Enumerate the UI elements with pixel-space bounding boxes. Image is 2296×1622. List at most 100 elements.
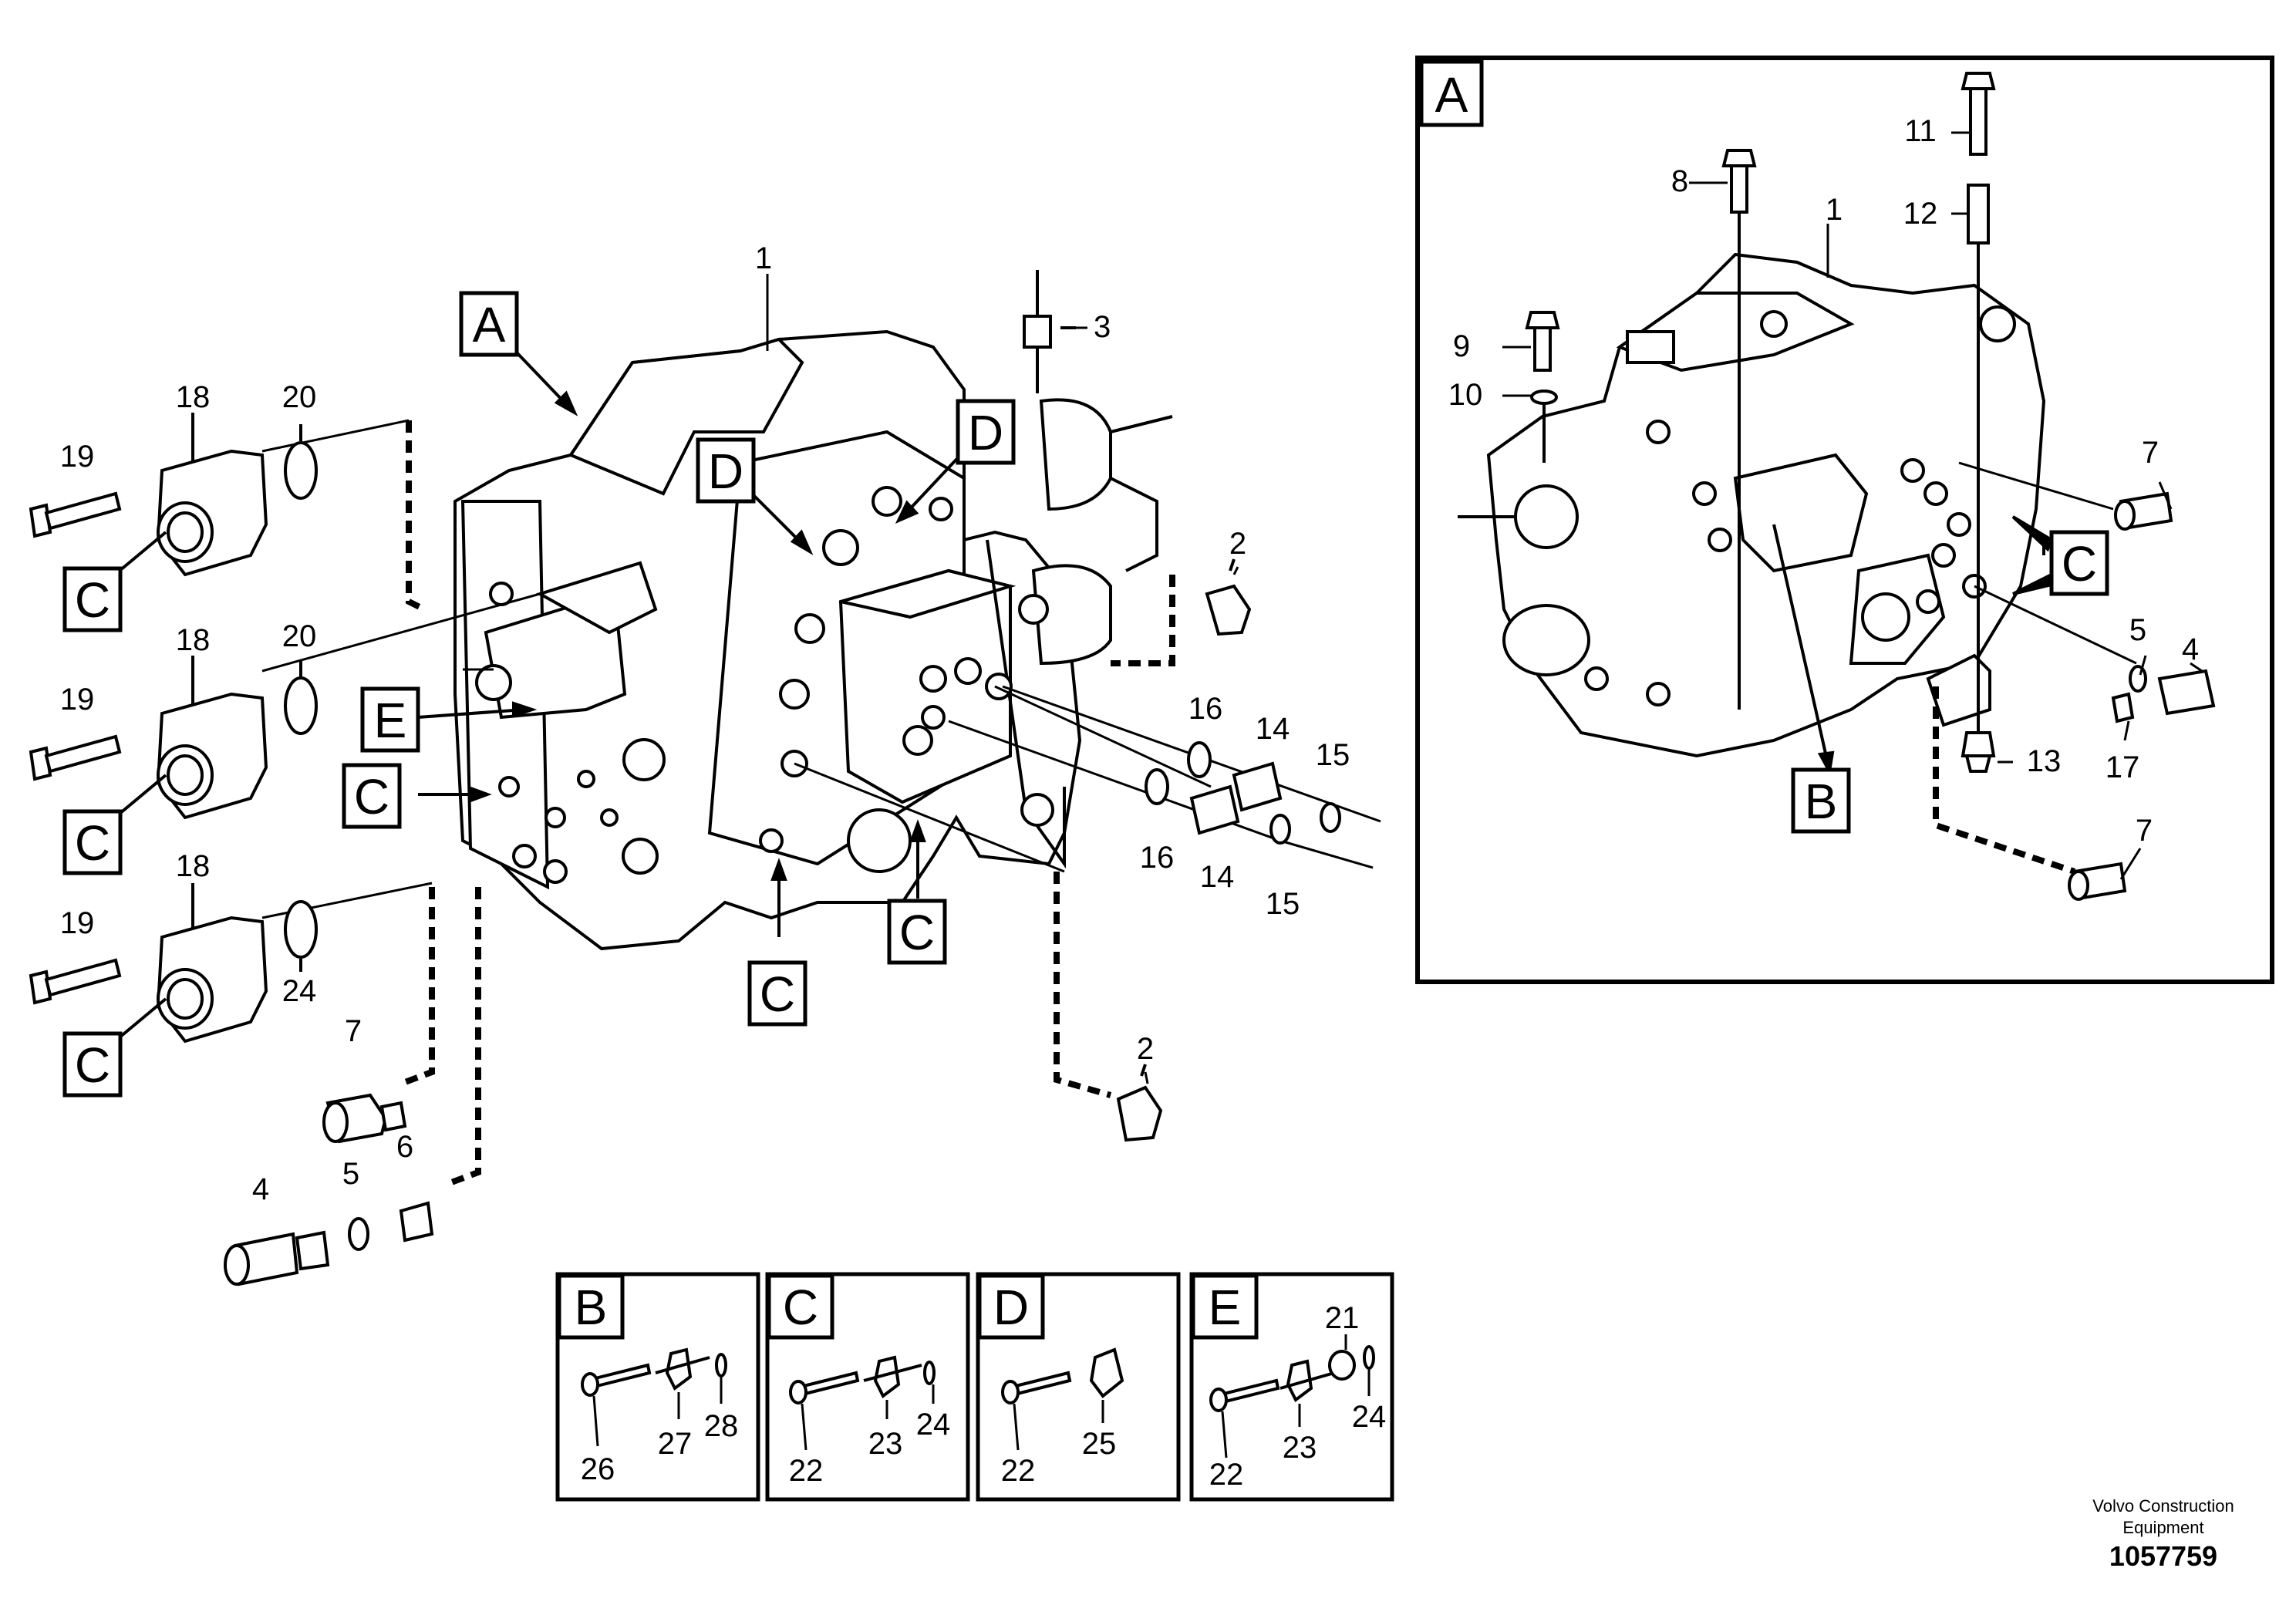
- svg-text:18: 18: [176, 849, 211, 883]
- svg-text:B: B: [1805, 774, 1838, 829]
- svg-text:C: C: [354, 769, 389, 824]
- svg-text:22: 22: [1001, 1454, 1036, 1488]
- svg-text:E: E: [1209, 1280, 1242, 1335]
- svg-text:13: 13: [2027, 744, 2062, 778]
- svg-text:20: 20: [282, 380, 317, 414]
- parts-7-4-5-6: [224, 1093, 434, 1286]
- svg-text:23: 23: [868, 1427, 903, 1461]
- detail-box-C: C 22 23 24: [765, 1272, 970, 1502]
- company-name-line2: Equipment: [2122, 1518, 2203, 1537]
- svg-text:10: 10: [1448, 378, 1483, 412]
- callout-box-D-left: D: [696, 437, 756, 504]
- svg-text:7: 7: [2136, 814, 2153, 848]
- svg-text:15: 15: [1266, 887, 1300, 921]
- svg-text:A: A: [1435, 67, 1468, 123]
- svg-text:C: C: [760, 966, 795, 1022]
- svg-text:24: 24: [282, 974, 317, 1008]
- svg-text:D: D: [993, 1280, 1029, 1335]
- svg-text:19: 19: [60, 906, 95, 940]
- detail-box-E: E 21 22 23 24: [1189, 1272, 1394, 1502]
- svg-text:6: 6: [396, 1130, 413, 1164]
- callout-box-C-mid: C: [342, 763, 402, 829]
- svg-text:25: 25: [1082, 1427, 1117, 1461]
- svg-text:C: C: [75, 815, 110, 871]
- svg-text:9: 9: [1453, 329, 1470, 363]
- svg-text:19: 19: [60, 683, 95, 717]
- svg-text:2: 2: [1137, 1032, 1154, 1066]
- svg-text:11: 11: [1904, 114, 1937, 148]
- svg-text:C: C: [783, 1280, 818, 1335]
- svg-text:2: 2: [1229, 527, 1246, 561]
- svg-text:8: 8: [1671, 164, 1688, 198]
- detail-box-B: B 26 27 28: [555, 1272, 760, 1502]
- fitting-3: [1023, 270, 1076, 393]
- callout-box-C-lower-left: C: [747, 960, 807, 1027]
- svg-text:C: C: [2062, 536, 2097, 592]
- svg-text:16: 16: [1140, 841, 1175, 875]
- svg-text:28: 28: [704, 1409, 739, 1443]
- svg-text:5: 5: [2129, 613, 2146, 647]
- callout-pointers: [417, 349, 966, 937]
- inset-A-dashed-line: [1933, 686, 2076, 875]
- inset-A-callout-B: B: [1791, 767, 1851, 834]
- detail-box-D: D 22 25: [976, 1272, 1181, 1502]
- drawing-number: 1057759: [2109, 1540, 2217, 1572]
- flange-group-bottom: [29, 900, 318, 1044]
- flange-group-top: [29, 441, 318, 577]
- svg-text:19: 19: [60, 440, 95, 474]
- svg-text:C: C: [75, 1037, 110, 1093]
- svg-text:24: 24: [1352, 1400, 1387, 1434]
- svg-text:7: 7: [2142, 436, 2159, 470]
- svg-text:B: B: [575, 1280, 608, 1335]
- svg-text:5: 5: [342, 1157, 359, 1191]
- svg-text:14: 14: [1200, 860, 1235, 894]
- part-labels-main: 1 3 2 2 18 19 20 18 19 20 18 19 24 16 14…: [60, 241, 1350, 1206]
- svg-text:1: 1: [1826, 193, 1843, 227]
- inset-A-valve-assembly: [1458, 252, 2046, 758]
- svg-text:17: 17: [2106, 750, 2140, 784]
- svg-text:18: 18: [176, 623, 211, 657]
- svg-text:23: 23: [1283, 1431, 1317, 1465]
- flange-top-C-box: C: [62, 566, 123, 632]
- svg-text:C: C: [75, 572, 110, 628]
- svg-text:3: 3: [1094, 310, 1111, 344]
- svg-text:D: D: [968, 405, 1003, 460]
- footer-credit: Volvo Construction Equipment 1057759: [2092, 1496, 2234, 1572]
- company-name-line1: Volvo Construction: [2092, 1496, 2234, 1516]
- svg-text:A: A: [473, 297, 506, 352]
- flange-group-middle: [29, 676, 318, 820]
- svg-text:D: D: [708, 443, 743, 499]
- svg-text:22: 22: [789, 1454, 824, 1488]
- fittings-14-15-16: [1145, 741, 1341, 845]
- svg-text:1: 1: [755, 241, 772, 275]
- main-valve-block: [453, 329, 1173, 951]
- svg-text:24: 24: [916, 1408, 951, 1442]
- callout-box-A-main: A: [459, 291, 519, 357]
- inset-A-part-labels: 1 8 9 10 11 12 13 7 7 5 4 17: [1448, 114, 2199, 848]
- svg-text:14: 14: [1256, 712, 1290, 746]
- callout-box-C-lower-right: C: [887, 899, 947, 965]
- inset-A-callout-C: C: [2049, 530, 2109, 596]
- callout-box-E: E: [360, 686, 420, 753]
- svg-text:7: 7: [345, 1014, 362, 1048]
- svg-text:20: 20: [282, 619, 317, 653]
- inset-A-callout-pointers: [1772, 515, 2054, 777]
- svg-text:22: 22: [1209, 1458, 1244, 1492]
- svg-text:27: 27: [658, 1427, 693, 1461]
- flange-bottom-C-box: C: [62, 1031, 123, 1098]
- svg-text:4: 4: [2182, 632, 2199, 666]
- flange-callout-pointers: [118, 413, 302, 1039]
- callout-box-D-right: D: [956, 399, 1016, 465]
- svg-text:26: 26: [581, 1452, 615, 1486]
- svg-text:18: 18: [176, 380, 211, 414]
- inset-A-leaders: [1502, 131, 2203, 880]
- svg-text:C: C: [899, 905, 935, 960]
- svg-text:4: 4: [252, 1172, 269, 1206]
- elbow-fitting-2-top: [1205, 558, 1252, 636]
- inset-A-fasteners: [1525, 72, 2216, 901]
- dashed-routing-lines: [400, 420, 1175, 1187]
- svg-text:12: 12: [1903, 197, 1938, 231]
- svg-text:E: E: [374, 693, 407, 748]
- svg-text:16: 16: [1188, 692, 1223, 726]
